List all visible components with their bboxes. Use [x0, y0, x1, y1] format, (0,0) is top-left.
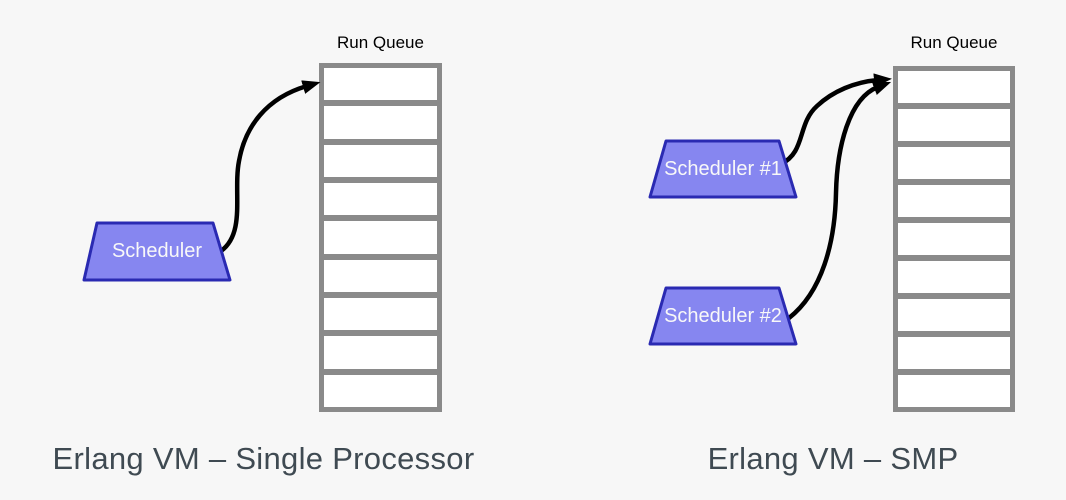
queue-cell: [898, 299, 1010, 331]
queue-cell: [324, 336, 437, 369]
queue-cell: [324, 106, 437, 139]
scheduler1-shape: [648, 139, 798, 199]
scheduler2-label: Scheduler #2: [664, 304, 782, 327]
scheduler-label: Scheduler: [111, 239, 203, 262]
queue-cell: [898, 223, 1010, 255]
queue-cell: [898, 109, 1010, 141]
right-panel-caption: Erlang VM – SMP: [707, 441, 959, 476]
queue-cell: [898, 337, 1010, 369]
run-queue-title: Run Queue: [910, 33, 998, 52]
queue-cell: [324, 374, 437, 407]
arrow-scheduler1-to-queue: [778, 73, 892, 167]
run-queue: [893, 66, 1015, 412]
left-panel-caption: Erlang VM – Single Processor: [52, 441, 475, 476]
queue-cell: [898, 147, 1010, 179]
queue-cell: [324, 68, 437, 101]
queue-cell: [324, 221, 437, 254]
queue-cell: [324, 182, 437, 216]
queue-cell: [898, 375, 1010, 407]
arrow-scheduler2-to-queue: [786, 81, 892, 321]
queue-cell: [898, 185, 1010, 217]
queue-cell: [898, 71, 1010, 103]
run-queue-title: Run Queue: [337, 33, 424, 52]
arrow-left-scheduler-to-queue: [218, 80, 321, 254]
queue-cell: [324, 144, 437, 177]
scheduler1-label: Scheduler #1: [664, 157, 782, 180]
scheduler-shape: [82, 221, 232, 282]
run-queue: [319, 63, 442, 412]
queue-cell: [898, 261, 1010, 293]
queue-cell: [324, 297, 437, 331]
queue-cell: [324, 259, 437, 292]
scheduler2-shape: [648, 286, 798, 346]
